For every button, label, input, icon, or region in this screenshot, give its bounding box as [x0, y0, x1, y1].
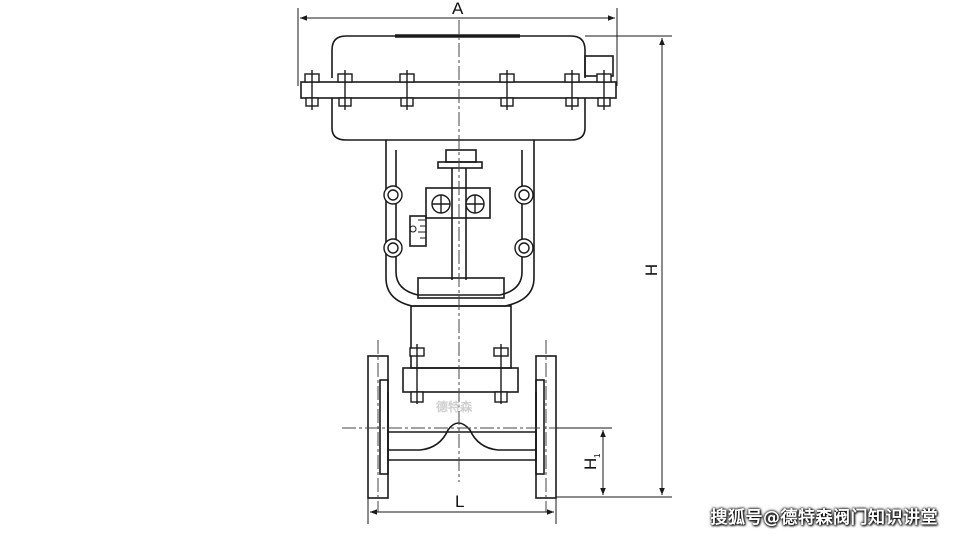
bolt	[596, 70, 612, 110]
coupling-bolt	[465, 194, 485, 214]
bolt	[337, 70, 353, 110]
yoke-bolt	[514, 185, 534, 205]
body-watermark: 德特森	[436, 399, 473, 414]
flange-bolts	[304, 70, 612, 110]
bolt	[399, 70, 415, 110]
bonnet-flange	[402, 367, 519, 393]
dim-A-label: A	[452, 0, 464, 18]
svg-text:H: H	[581, 458, 600, 470]
body-lower	[387, 432, 537, 461]
bonnet-studs	[409, 344, 509, 404]
yoke-bolt	[383, 185, 403, 205]
yoke-outer	[385, 140, 535, 307]
dim-L-label: L	[455, 492, 464, 511]
travel-scale	[409, 215, 427, 247]
coupling-bolt	[431, 194, 451, 214]
credit-watermark: 搜狐号@德特森阀门知识讲堂	[710, 508, 938, 528]
stem-nut	[445, 149, 477, 163]
bolt	[304, 70, 320, 110]
dim-H-label: H	[642, 264, 661, 276]
bolt	[564, 70, 580, 110]
bolt	[499, 70, 515, 110]
weir	[388, 422, 536, 451]
bonnet	[410, 305, 512, 369]
actuator-side-port	[584, 55, 614, 77]
svg-text:1: 1	[593, 453, 602, 458]
bonnet-top	[417, 277, 505, 299]
yoke-inner	[395, 150, 523, 296]
dim-H1-label: H 1	[581, 453, 602, 470]
yoke-bolt	[383, 238, 403, 258]
stem-coupling	[425, 187, 491, 219]
yoke-bolt	[514, 238, 534, 258]
